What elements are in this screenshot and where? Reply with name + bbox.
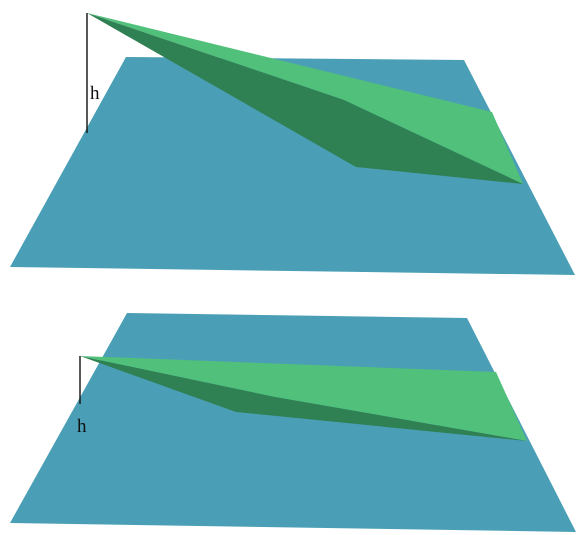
bottom-height-label: h (77, 416, 87, 437)
bottom-wedge-upper-face (80, 356, 527, 441)
top-wedge-side-face (87, 13, 523, 184)
top-panel: h (10, 13, 575, 275)
top-height-label: h (90, 83, 100, 104)
bottom-panel: h (10, 313, 576, 532)
top-wedge-upper-face (87, 13, 523, 184)
